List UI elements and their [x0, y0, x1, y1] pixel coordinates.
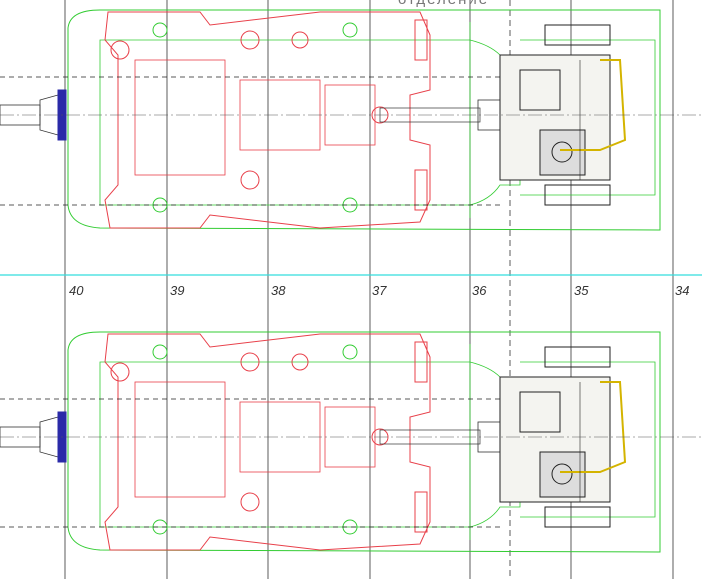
- frame-number-37: 37: [372, 283, 387, 298]
- frame-number-40: 40: [69, 283, 84, 298]
- frame-number-38: 38: [271, 283, 286, 298]
- engine-unit-1: [0, 9, 702, 231]
- section-label: отделение: [398, 0, 489, 8]
- frame-number-34: 34: [675, 283, 690, 298]
- frame-number-35: 35: [574, 283, 589, 298]
- engine-unit-2: [0, 331, 702, 553]
- frame-number-39: 39: [170, 283, 185, 298]
- frame-number-36: 36: [472, 283, 487, 298]
